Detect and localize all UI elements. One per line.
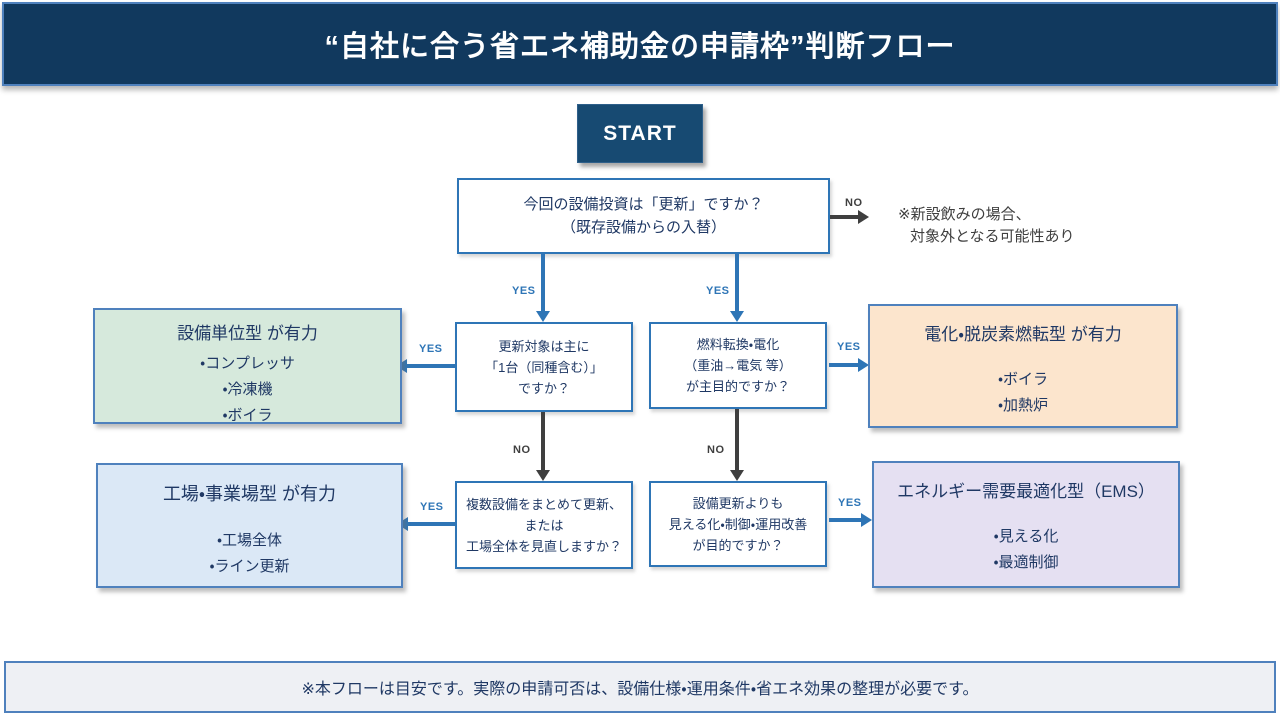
question-line: 設備更新よりも (692, 495, 784, 511)
question-line: が目的ですか？ (692, 537, 784, 553)
question-update-or-new: 今回の設備投資は「更新」ですか？ （既存設備からの入替） (457, 178, 830, 254)
yes-arrow-line (829, 518, 862, 522)
note-line: ※新設飲みの場合、 (898, 206, 1031, 223)
yes-label: YES (838, 497, 862, 509)
question-line: （重油→電気 等） (684, 358, 792, 373)
yes-arrow-head (861, 513, 872, 527)
question-line: （既存設備からの入替） (560, 219, 726, 236)
yes-arrow-line (735, 254, 739, 311)
outcome-equipment-unit: 設備単位型 が有力 ・コンプレッサ ・冷凍機 ・ボイラ (93, 308, 402, 424)
question-line: 見える化・制御・運用改善 (668, 516, 808, 532)
outcome-item: ・ライン更新 (209, 558, 290, 575)
question-visualization-purpose: 設備更新よりも 見える化・制御・運用改善 が目的ですか？ (649, 481, 827, 567)
question-line: が主目的ですか？ (685, 379, 790, 394)
question-line: 「1台（同種含む）」 (485, 359, 603, 375)
outcome-item: ・ボイラ (997, 371, 1049, 388)
no-arrow-head (730, 470, 744, 481)
footer-note: ※本フローは目安です。実際の申請可否は、設備仕様・運用条件・省エネ効果の整理が必… (301, 681, 979, 698)
question-line: または (524, 517, 564, 533)
question-line: 複数設備をまとめて更新、 (465, 496, 622, 512)
outcome-electrification: 電化・脱炭素燃転型 が有力 ・ボイラ ・加熱炉 (868, 304, 1178, 428)
outcome-item: ・冷凍機 (222, 381, 273, 398)
outcome-item: ・工場全体 (216, 532, 283, 549)
no-label: NO (845, 197, 863, 209)
no-arrow-line (541, 412, 545, 470)
yes-arrow-head (730, 311, 744, 322)
note-line: 対象外となる可能性あり (910, 228, 1075, 245)
no-arrow-line (735, 409, 739, 470)
footer-disclaimer: ※本フローは目安です。実際の申請可否は、設備仕様・運用条件・省エネ効果の整理が必… (4, 661, 1276, 713)
outcome-item: ・見える化 (993, 528, 1059, 545)
question-line: 燃料転換・電化 (696, 337, 780, 352)
question-line: 工場全体を見直しますか？ (465, 538, 622, 554)
yes-label: YES (706, 285, 730, 297)
yes-label: YES (419, 343, 443, 355)
outcome-item: ・最適制御 (993, 554, 1059, 571)
yes-arrow-line (829, 363, 859, 367)
yes-label: YES (420, 501, 444, 513)
question-multiple-equipment: 複数設備をまとめて更新、 または 工場全体を見直しますか？ (455, 481, 633, 569)
new-installation-note: ※新設飲みの場合、 対象外となる可能性あり (898, 204, 1128, 248)
no-arrow-head (536, 470, 550, 481)
yes-arrow-head (536, 311, 550, 322)
outcome-title: 設備単位型 が有力 (177, 324, 318, 343)
question-fuel-conversion: 燃料転換・電化 （重油→電気 等） が主目的ですか？ (649, 322, 827, 409)
question-line: ですか？ (517, 380, 570, 396)
outcome-title: エネルギー需要最適化型（EMS） (897, 482, 1155, 501)
no-label: NO (707, 444, 725, 456)
question-single-unit: 更新対象は主に 「1台（同種含む）」 ですか？ (455, 322, 633, 412)
yes-arrow-line (407, 364, 455, 368)
outcome-item: ・ボイラ (222, 407, 273, 424)
yes-arrow-head (858, 358, 869, 372)
no-arrow-line (830, 215, 859, 219)
yes-arrow-line (541, 254, 545, 311)
outcome-item: ・コンプレッサ (200, 355, 295, 372)
outcome-ems: エネルギー需要最適化型（EMS） ・見える化 ・最適制御 (872, 461, 1180, 588)
yes-label: YES (837, 341, 861, 353)
no-label: NO (513, 444, 531, 456)
question-line: 更新対象は主に (498, 338, 590, 354)
header-bar: “自社に合う省エネ補助金の申請枠”判断フロー (2, 2, 1278, 86)
question-line: 今回の設備投資は「更新」ですか？ (523, 196, 764, 213)
yes-label: YES (512, 285, 536, 297)
yes-arrow-line (408, 522, 455, 526)
outcome-factory-site: 工場・事業場型 が有力 ・工場全体 ・ライン更新 (96, 463, 403, 588)
page-title: “自社に合う省エネ補助金の申請枠”判断フロー (324, 31, 956, 63)
outcome-item: ・加熱炉 (997, 397, 1049, 414)
start-node: START (577, 104, 703, 163)
outcome-title: 工場・事業場型 が有力 (162, 484, 337, 504)
no-arrow-head (858, 210, 869, 224)
outcome-title: 電化・脱炭素燃転型 が有力 (924, 325, 1122, 344)
